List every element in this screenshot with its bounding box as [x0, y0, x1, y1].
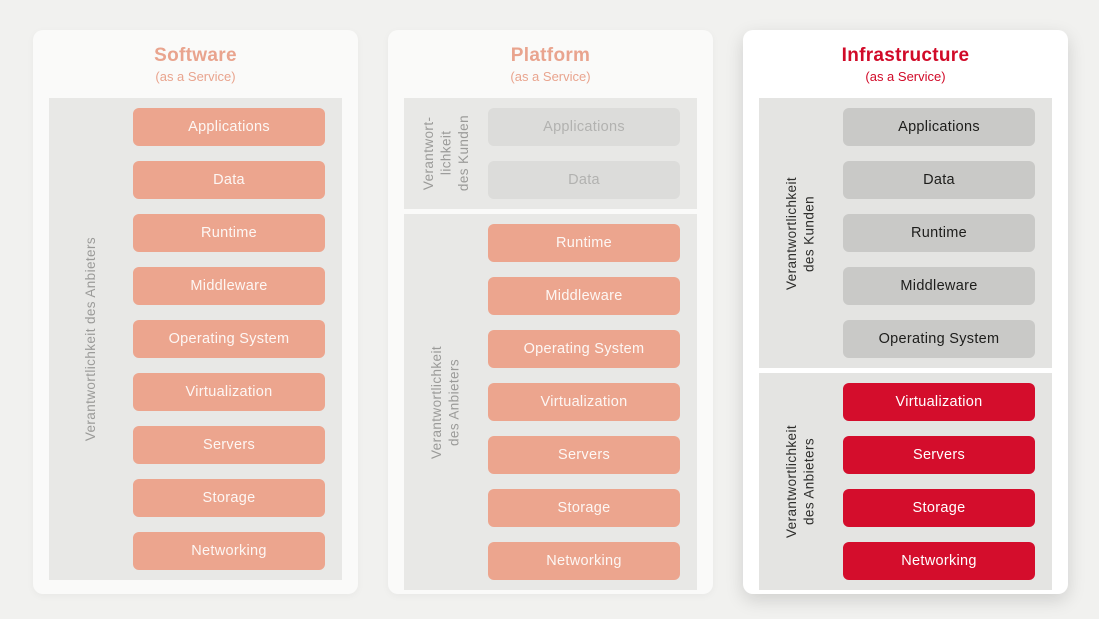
saas-provider-responsibility-label: Verantwortlichkeit des Anbieters: [83, 236, 99, 442]
saas-provider-label-area: Verantwortlichkeit des Anbieters: [49, 98, 133, 580]
layer-box-storage: Storage: [133, 479, 325, 517]
iaas-customer-responsibility-label: Verantwortlichkeit des Kunden: [784, 176, 817, 290]
iaas-subtitle: (as a Service): [865, 69, 946, 84]
layer-box-runtime: Runtime: [843, 214, 1035, 252]
layer-box-virtualization: Virtualization: [133, 373, 325, 411]
layer-box-applications: Applications: [843, 108, 1035, 146]
layer-box-servers: Servers: [133, 426, 325, 464]
saas-card-body: Verantwortlichkeit des Anbieters Applica…: [49, 98, 342, 580]
iaas-provider-section: Verantwortlichkeit des Anbieters Virtual…: [759, 373, 1052, 590]
iaas-provider-label-area: Verantwortlichkeit des Anbieters: [759, 373, 843, 590]
iaas-card-body: Verantwortlichkeit des Kunden Applicatio…: [759, 98, 1052, 590]
saas-card-head: Software (as a Service): [49, 44, 342, 86]
paas-provider-label-area: Verantwortlichkeit des Anbieters: [404, 214, 488, 590]
paas-card-body: Verantwort- lichkeit des Kunden Applicat…: [404, 98, 697, 590]
layer-box-operating-system: Operating System: [843, 320, 1035, 358]
layer-box-runtime: Runtime: [488, 224, 680, 262]
layer-box-virtualization: Virtualization: [843, 383, 1035, 421]
iaas-provider-responsibility-label: Verantwortlichkeit des Anbieters: [784, 425, 817, 538]
layer-box-runtime: Runtime: [133, 214, 325, 252]
iaas-customer-layer-stack: Applications Data Runtime Middleware Ope…: [843, 98, 1052, 368]
layer-box-operating-system: Operating System: [133, 320, 325, 358]
paas-title: Platform: [510, 45, 591, 66]
paas-customer-responsibility-label: Verantwort- lichkeit des Kunden: [420, 115, 471, 192]
paas-customer-layer-stack: Applications Data: [488, 98, 697, 209]
iaas-provider-layer-stack: Virtualization Servers Storage Networkin…: [843, 373, 1052, 590]
layer-box-data: Data: [488, 161, 680, 199]
iaas-customer-section: Verantwortlichkeit des Kunden Applicatio…: [759, 98, 1052, 368]
layer-box-networking: Networking: [488, 542, 680, 580]
paas-provider-responsibility-label: Verantwortlichkeit des Anbieters: [429, 345, 462, 459]
saas-subtitle: (as a Service): [155, 69, 236, 84]
layer-box-servers: Servers: [488, 436, 680, 474]
paas-customer-label-area: Verantwort- lichkeit des Kunden: [404, 98, 488, 209]
layer-box-networking: Networking: [133, 532, 325, 570]
layer-box-storage: Storage: [843, 489, 1035, 527]
layer-box-servers: Servers: [843, 436, 1035, 474]
layer-box-data: Data: [843, 161, 1035, 199]
paas-subtitle: (as a Service): [510, 69, 591, 84]
paas-provider-section: Verantwortlichkeit des Anbieters Runtime…: [404, 214, 697, 590]
paas-card: Platform (as a Service) Verantwort- lich…: [388, 30, 713, 594]
layer-box-middleware: Middleware: [843, 267, 1035, 305]
layer-box-applications: Applications: [488, 108, 680, 146]
layer-box-data: Data: [133, 161, 325, 199]
saas-layer-stack: Applications Data Runtime Middleware Ope…: [133, 98, 342, 580]
layer-box-middleware: Middleware: [488, 277, 680, 315]
layer-box-virtualization: Virtualization: [488, 383, 680, 421]
saas-provider-section: Verantwortlichkeit des Anbieters Applica…: [49, 98, 342, 580]
layer-box-storage: Storage: [488, 489, 680, 527]
layer-box-networking: Networking: [843, 542, 1035, 580]
layer-box-applications: Applications: [133, 108, 325, 146]
iaas-title: Infrastructure: [841, 45, 970, 66]
layer-box-middleware: Middleware: [133, 267, 325, 305]
iaas-card-head: Infrastructure (as a Service): [759, 44, 1052, 86]
paas-customer-section: Verantwort- lichkeit des Kunden Applicat…: [404, 98, 697, 209]
saas-title: Software: [154, 45, 237, 66]
layer-box-operating-system: Operating System: [488, 330, 680, 368]
iaas-customer-label-area: Verantwortlichkeit des Kunden: [759, 98, 843, 368]
iaas-card: Infrastructure (as a Service) Verantwort…: [743, 30, 1068, 594]
saas-card: Software (as a Service) Verantwortlichke…: [33, 30, 358, 594]
paas-card-head: Platform (as a Service): [404, 44, 697, 86]
paas-provider-layer-stack: Runtime Middleware Operating System Virt…: [488, 214, 697, 590]
